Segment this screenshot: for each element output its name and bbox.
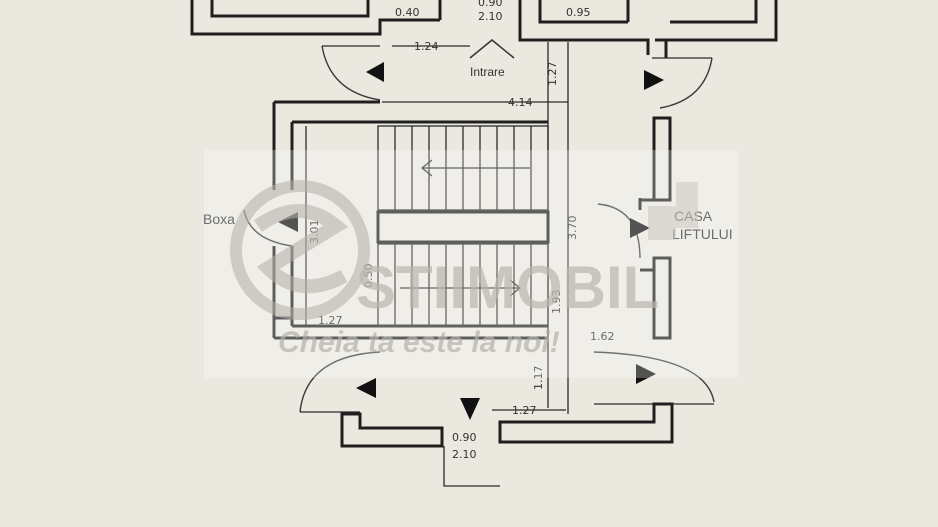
watermark-logo: [230, 180, 370, 320]
watermark-slogan: Cheia ta este la noi!: [278, 326, 560, 359]
elevator-label-line2: LIFTULUI: [672, 226, 733, 242]
entrance-label: Intrare: [470, 65, 505, 79]
entrance-doors: [321, 45, 713, 109]
dim-entrance-width: 1.24: [414, 40, 439, 53]
dim-top-left: 0.40: [395, 6, 420, 19]
top-walls: [190, 0, 778, 58]
dim-landing-height: 1.27: [546, 62, 559, 87]
entrance-chevron-icon: [469, 39, 515, 59]
door-arrow-bottom-exit: [460, 398, 480, 420]
watermark-brand: STIIMOBIL: [356, 254, 659, 321]
elevator-shaft-walls: [638, 116, 672, 340]
watermark-building-icon: [648, 182, 698, 240]
dim-elevator: 3.70: [566, 216, 579, 241]
dim-stair-width: 4.14: [508, 96, 533, 109]
storage-label: Boxa: [203, 211, 235, 227]
dim-bottom-door-height: 2.10: [452, 448, 477, 461]
door-arrow-left-bottom: [356, 378, 376, 398]
bottom-door-opening: [443, 446, 500, 487]
watermark: STIIMOBIL Cheia ta este la noi!: [204, 150, 738, 378]
dim-top-right: 0.95: [566, 6, 591, 19]
dim-flight: 1.93: [550, 290, 563, 315]
dim-bottom-width: 1.27: [512, 404, 537, 417]
dim-bottom-height: 1.17: [532, 366, 545, 391]
stair-flight-upper: [377, 125, 549, 211]
dim-top-door-width: 0.90: [478, 0, 503, 9]
door-arrow-elevator: [630, 218, 650, 238]
elevator-door-swing: [597, 203, 641, 259]
bottom-walls: [340, 402, 674, 448]
stair-divider: [376, 210, 550, 244]
dim-right-bottom: 1.62: [590, 330, 615, 343]
stair-flight-lower: [377, 243, 549, 327]
dim-top-door-height: 2.10: [478, 10, 503, 23]
dim-left-bottom: 1.27: [318, 314, 343, 327]
door-arrow-right-bottom: [636, 364, 656, 384]
dim-bottom-door-width: 0.90: [452, 431, 477, 444]
door-arrow-right-top: [644, 70, 664, 90]
door-arrow-left-top: [366, 62, 384, 82]
